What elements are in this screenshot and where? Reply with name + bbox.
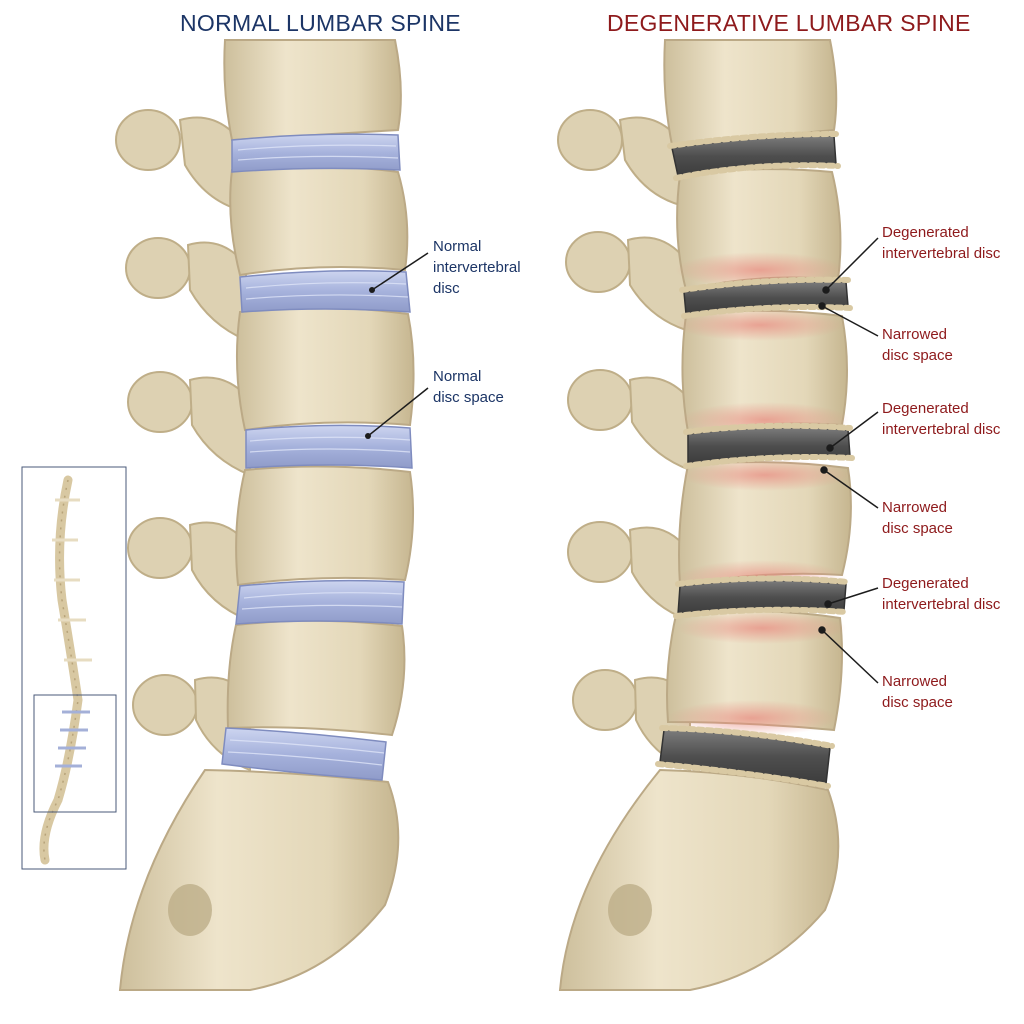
normal-disc	[245, 424, 413, 469]
vertebral-body	[229, 164, 409, 277]
degenerative-title: DEGENERATIVE LUMBAR SPINE	[607, 10, 971, 36]
normal-disc	[239, 270, 411, 313]
inset-highlight	[33, 694, 117, 813]
label-narrowed-space-3: Narrowed disc space	[882, 673, 953, 711]
label-narrowed-space-1: Narrowed disc space	[882, 326, 953, 364]
pointer-line	[367, 387, 429, 437]
vertebral-body	[235, 306, 415, 432]
normal-disc	[235, 579, 405, 625]
label-normal-disc: Normal intervertebral disc	[433, 238, 521, 297]
spinous-process	[127, 517, 193, 579]
label-narrowed-space-2: Narrowed disc space	[882, 499, 953, 537]
pointer-line	[829, 411, 879, 449]
full-spine-icon	[21, 466, 127, 870]
normal-disc	[221, 727, 387, 781]
spinous-process	[115, 109, 181, 171]
pointer-line	[827, 587, 879, 605]
pointer-line	[825, 237, 879, 291]
normal-spine	[115, 39, 429, 991]
spinous-process	[127, 371, 193, 433]
spinous-process	[565, 231, 631, 293]
sacrum	[118, 768, 400, 991]
spinous-process	[557, 109, 623, 171]
normal-title: NORMAL LUMBAR SPINE	[180, 10, 461, 36]
label-degenerated-disc-1: Degenerated intervertebral disc	[882, 224, 1001, 262]
degenerative-spine	[557, 39, 879, 991]
vertebral-body	[223, 39, 402, 142]
pointer-line	[821, 629, 879, 684]
pointer-line	[823, 469, 879, 509]
spinous-process	[567, 521, 633, 583]
vertebral-body	[235, 465, 415, 587]
spinous-process	[572, 669, 638, 731]
normal-disc	[231, 133, 401, 173]
vertebral-body	[663, 39, 838, 147]
pointer-line	[821, 305, 879, 337]
spinous-process	[132, 674, 198, 736]
pointer-line	[371, 252, 429, 291]
label-degenerated-disc-2: Degenerated intervertebral disc	[882, 400, 1001, 438]
label-degenerated-disc-3: Degenerated intervertebral disc	[882, 575, 1001, 613]
sacrum	[558, 768, 840, 991]
label-normal-disc-space: Normal disc space	[433, 368, 504, 406]
spinous-process	[567, 369, 633, 431]
spinous-process	[125, 237, 191, 299]
vertebral-body	[226, 619, 406, 737]
